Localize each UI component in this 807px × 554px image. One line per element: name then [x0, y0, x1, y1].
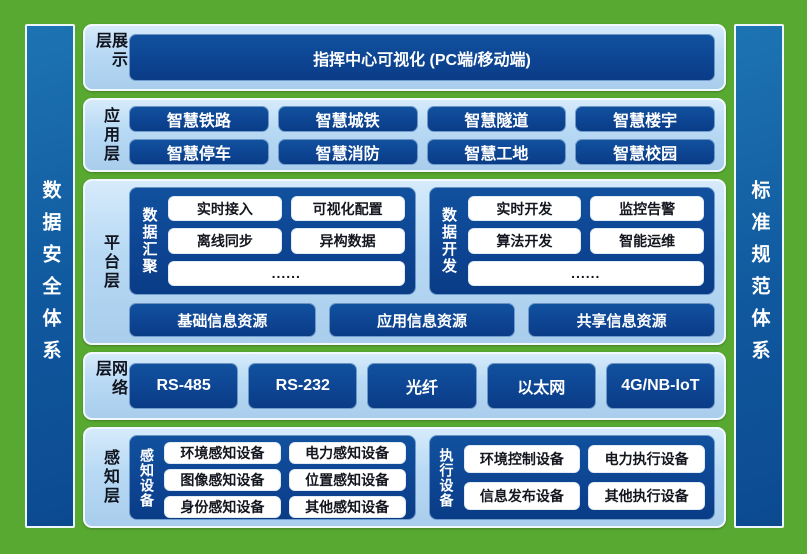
device-box: 其他感知设备 [288, 496, 406, 518]
platform-layer-content: 数据汇聚 实时接入 可视化配置 离线同步 异构数据 ...... [129, 187, 716, 337]
layer-label-perception: 感知层 [101, 449, 118, 506]
device-box: 电力执行设备 [588, 445, 705, 473]
application-grid: 智慧铁路 智慧城铁 智慧隧道 智慧楼宇 智慧停车 智慧消防 智慧工地 智慧校园 [129, 106, 715, 165]
resource-box: 基础信息资源 [129, 303, 316, 337]
sensing-devices-panel: 感知设备 环境感知设备 电力感知设备 图像感知设备 位置感知设备 身份感知设备 … [129, 435, 416, 520]
perception-panels: 感知设备 环境感知设备 电力感知设备 图像感知设备 位置感知设备 身份感知设备 … [129, 435, 715, 520]
network-box: 4G/NB-IoT [605, 363, 715, 409]
layer-label-application: 应用层 [101, 106, 118, 164]
platform-item-more: ...... [168, 260, 405, 286]
platform-item: 算法开发 [467, 228, 582, 254]
left-system-bar-label: 数据安全体系 [39, 180, 61, 372]
platform-item: 可视化配置 [290, 196, 405, 222]
layer-row-application: 应用层 智慧铁路 智慧城铁 智慧隧道 智慧楼宇 智慧停车 智慧消防 智慧工地 智… [83, 98, 726, 172]
device-box: 身份感知设备 [164, 496, 281, 518]
application-box: 智慧楼宇 [575, 106, 715, 132]
application-box: 智慧城铁 [277, 106, 418, 132]
layer-row-platform: 平台层 数据汇聚 实时接入 可视化配置 [83, 179, 726, 345]
platform-item: 离线同步 [168, 228, 282, 254]
device-box: 环境控制设备 [463, 445, 581, 473]
platform-item: 监控告警 [590, 196, 704, 222]
layer-label-display: 展示层 [93, 32, 126, 70]
data-development-grid: 实时开发 监控告警 算法开发 智能运维 ...... [467, 196, 704, 286]
platform-column: 数据汇聚 实时接入 可视化配置 离线同步 异构数据 ...... [129, 187, 716, 337]
application-box: 智慧消防 [277, 139, 418, 165]
device-box: 电力感知设备 [288, 442, 406, 464]
layer-label-platform: 平台层 [101, 233, 118, 291]
device-box: 其他执行设备 [588, 482, 705, 510]
panel-title-data-aggregation: 数据汇聚 [140, 207, 158, 275]
platform-item: 实时接入 [168, 196, 282, 222]
display-box: 指挥中心可视化 (PC端/移动端) [129, 34, 715, 81]
data-aggregation-grid: 实时接入 可视化配置 离线同步 异构数据 ...... [168, 196, 405, 286]
application-layer-content: 智慧铁路 智慧城铁 智慧隧道 智慧楼宇 智慧停车 智慧消防 智慧工地 智慧校园 [129, 106, 715, 165]
resource-box: 应用信息资源 [328, 303, 516, 337]
network-grid: RS-485 RS-232 光纤 以太网 4G/NB-IoT [129, 360, 715, 412]
information-resources-row: 基础信息资源 应用信息资源 共享信息资源 [129, 303, 716, 337]
layer-row-network: 网络层 RS-485 RS-232 光纤 以太网 4G/NB-IoT [83, 352, 726, 420]
application-box: 智慧铁路 [129, 106, 269, 132]
network-box: RS-485 [129, 363, 239, 409]
platform-item: 异构数据 [290, 228, 405, 254]
execution-devices-grid: 环境控制设备 电力执行设备 信息发布设备 其他执行设备 [463, 442, 705, 513]
perception-layer-content: 感知设备 环境感知设备 电力感知设备 图像感知设备 位置感知设备 身份感知设备 … [129, 435, 715, 520]
application-box: 智慧隧道 [426, 106, 567, 132]
layer-row-display: 展示层 指挥中心可视化 (PC端/移动端) [83, 24, 726, 91]
sensing-devices-grid: 环境感知设备 电力感知设备 图像感知设备 位置感知设备 身份感知设备 其他感知设… [164, 442, 406, 518]
network-box: 以太网 [486, 363, 596, 409]
data-aggregation-panel: 数据汇聚 实时接入 可视化配置 离线同步 异构数据 ...... [129, 187, 416, 295]
application-box: 智慧停车 [129, 139, 269, 165]
display-layer-content: 指挥中心可视化 (PC端/移动端) [129, 32, 715, 83]
network-layer-content: RS-485 RS-232 光纤 以太网 4G/NB-IoT [129, 360, 715, 412]
panel-title-execution-devices: 执行设备 [438, 447, 455, 508]
platform-panels: 数据汇聚 实时接入 可视化配置 离线同步 异构数据 ...... [129, 187, 715, 295]
resource-box: 共享信息资源 [528, 303, 716, 337]
platform-item: 实时开发 [467, 196, 582, 222]
execution-devices-panel: 执行设备 环境控制设备 电力执行设备 信息发布设备 其他执行设备 [428, 435, 715, 520]
layer-label-network: 网络层 [93, 360, 126, 398]
panel-title-sensing-devices: 感知设备 [139, 447, 155, 508]
panel-title-data-development: 数据开发 [440, 207, 457, 275]
data-development-panel: 数据开发 实时开发 监控告警 算法开发 智能运维 ...... [428, 187, 715, 295]
platform-item: 智能运维 [590, 228, 704, 254]
application-box: 智慧工地 [426, 139, 567, 165]
network-box: RS-232 [248, 363, 358, 409]
right-system-bar-label: 标准规范体系 [748, 180, 770, 372]
network-box: 光纤 [367, 363, 477, 409]
layer-row-perception: 感知层 感知设备 环境感知设备 电力感知设备 图像感知设备 位置 [83, 427, 726, 528]
left-system-bar: 数据安全体系 [25, 24, 75, 528]
device-box: 环境感知设备 [164, 442, 281, 464]
diagram-frame: 数据安全体系 展示层 指挥中心可视化 (PC端/移动端) 应用层 [25, 24, 784, 528]
device-box: 位置感知设备 [288, 469, 406, 491]
device-box: 信息发布设备 [463, 482, 581, 510]
device-box: 图像感知设备 [164, 469, 281, 491]
application-box: 智慧校园 [575, 139, 715, 165]
layer-stack: 展示层 指挥中心可视化 (PC端/移动端) 应用层 智慧铁路 智慧城铁 智慧隧道… [83, 24, 726, 528]
platform-item-more: ...... [467, 260, 704, 286]
right-system-bar: 标准规范体系 [734, 24, 784, 528]
